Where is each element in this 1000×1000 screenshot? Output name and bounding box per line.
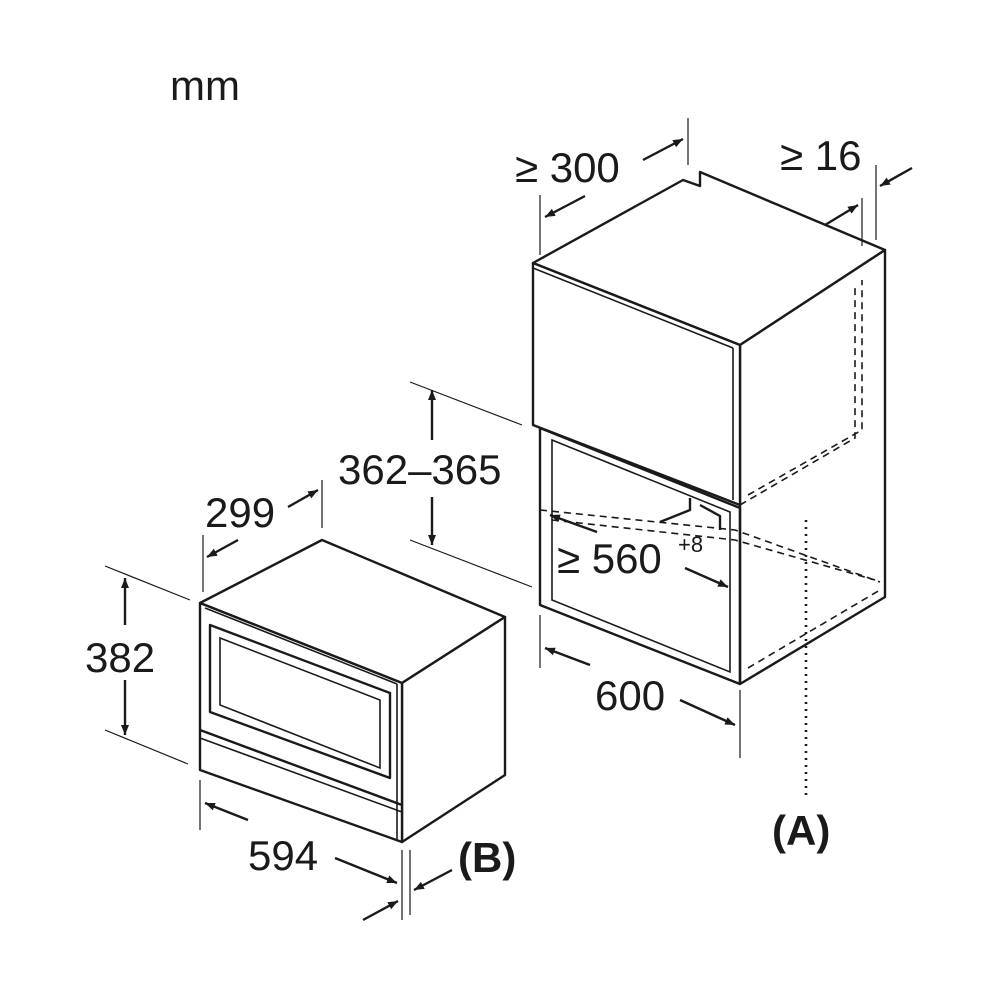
appliance-drawing bbox=[198, 538, 507, 844]
unit-label: mm bbox=[170, 62, 240, 109]
appliance-width-label: 594 bbox=[248, 832, 318, 879]
niche-width-label: ≥ 560 bbox=[557, 535, 662, 582]
appliance-front-panel bbox=[198, 601, 404, 844]
dimension-lines bbox=[104, 118, 913, 922]
appliance-door-window bbox=[208, 623, 392, 780]
cabinet-callout: (A) bbox=[772, 807, 830, 854]
cabinet-drawing bbox=[531, 170, 887, 800]
niche-height-label: 362–365 bbox=[338, 446, 502, 493]
cabinet-width-label: 600 bbox=[595, 672, 665, 719]
appliance-depth-label: 299 bbox=[205, 489, 275, 536]
cabinet-niche-frame bbox=[538, 426, 742, 686]
appliance-height-label: 382 bbox=[85, 634, 155, 681]
hidden-edge-rear bbox=[739, 285, 856, 506]
cabinet-depth-label: ≥ 300 bbox=[515, 144, 620, 191]
appliance-callout: (B) bbox=[458, 834, 516, 881]
niche-width-tolerance: +8 bbox=[678, 532, 703, 557]
panel-thickness-label: ≥ 16 bbox=[780, 132, 861, 179]
